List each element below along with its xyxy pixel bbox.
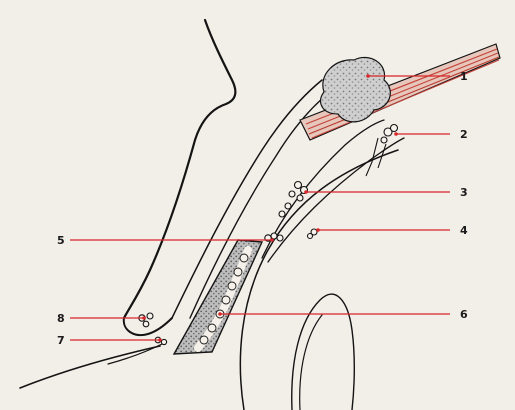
label-2: 2 [460, 128, 468, 141]
label-6: 6 [460, 308, 468, 321]
label-8: 8 [57, 312, 65, 325]
label-4: 4 [460, 224, 468, 237]
label-7: 7 [57, 334, 65, 347]
label-3: 3 [460, 186, 468, 199]
label-1: 1 [460, 70, 468, 83]
label-5: 5 [57, 234, 65, 247]
